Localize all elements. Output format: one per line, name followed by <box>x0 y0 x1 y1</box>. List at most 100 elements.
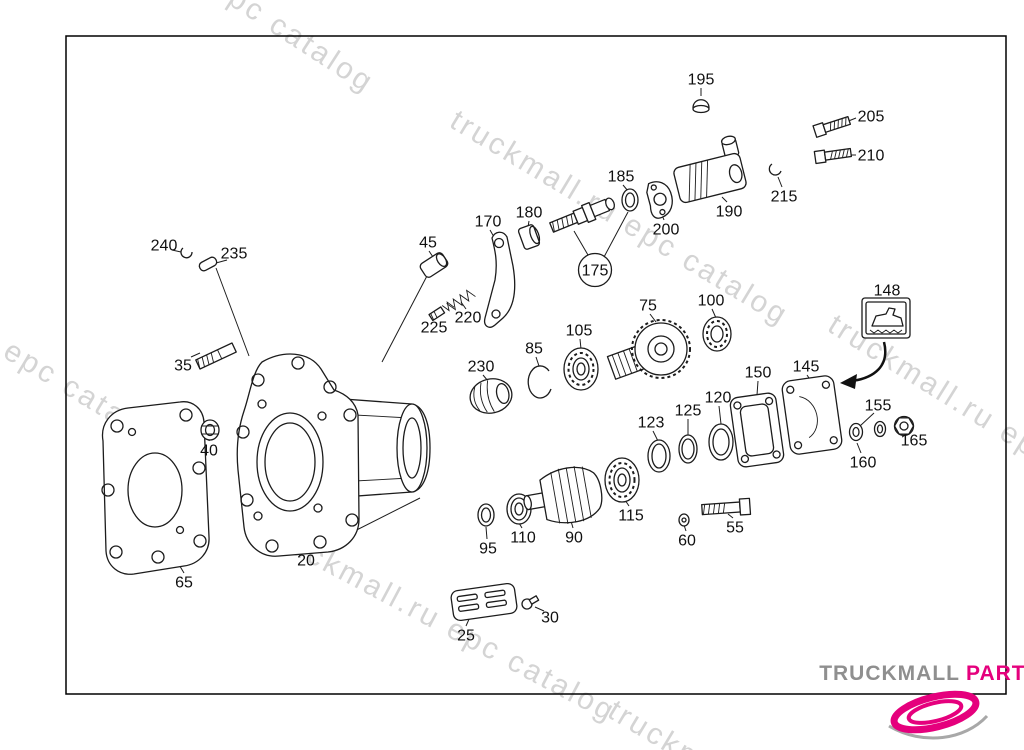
part-label-215: 215 <box>771 189 798 206</box>
part-label-225: 225 <box>421 320 448 337</box>
part-label-235: 235 <box>221 246 248 263</box>
logo-word-truckmall: TRUCKMALL <box>819 662 960 685</box>
watermark-text-0: truckmall.ru epc catalog <box>36 0 380 100</box>
part-label-230: 230 <box>468 359 495 376</box>
leader-line-215 <box>777 176 783 188</box>
part-label-240: 240 <box>151 238 178 255</box>
part-label-65: 65 <box>175 575 193 592</box>
part-label-120: 120 <box>705 390 732 407</box>
part-label-95: 95 <box>479 541 497 558</box>
part-45-roller <box>419 252 449 278</box>
part-190-cylinder <box>673 135 747 204</box>
part-label-148: 148 <box>874 283 901 300</box>
part-label-60: 60 <box>678 533 696 550</box>
part-label-150: 150 <box>745 365 772 382</box>
leader-line-175 <box>573 230 589 256</box>
part-label-190: 190 <box>716 204 743 221</box>
part-label-170: 170 <box>475 214 502 231</box>
part-155-washer <box>848 422 864 442</box>
leader-line-155 <box>859 412 875 427</box>
part-25-plate <box>450 582 518 622</box>
leader-line-95 <box>485 526 488 540</box>
part-label-45: 45 <box>419 235 437 252</box>
part-225-screw-spring <box>428 301 455 322</box>
leader-line-120 <box>718 405 722 425</box>
part-220-spring <box>446 289 476 311</box>
parts-layer <box>101 99 915 622</box>
part-180-bushing <box>517 224 541 250</box>
part-230-cap <box>469 378 513 414</box>
pointer-arrow-148 <box>840 341 887 389</box>
part-160-washer <box>873 420 887 438</box>
leader-line-35 <box>190 352 201 358</box>
part-label-185: 185 <box>608 169 635 186</box>
part-30-screw <box>521 595 540 610</box>
part-label-210: 210 <box>858 148 885 165</box>
leader-line-45-1 <box>381 273 429 363</box>
part-85-snap-ring <box>527 365 552 399</box>
part-label-circle-175 <box>577 252 613 288</box>
logo-word-parts: PARTS <box>966 662 1024 685</box>
leader-line-175-1 <box>603 211 629 258</box>
part-label-100: 100 <box>698 293 725 310</box>
part-148-symbol-box <box>861 297 911 339</box>
watermark-text-5: truckmall.ru epc catalog <box>602 694 952 750</box>
part-205-bolt <box>812 115 852 138</box>
part-labels-layer: 2025303540455560657585909510010511011512… <box>151 72 928 645</box>
part-120-ring <box>708 423 734 461</box>
part-label-165: 165 <box>901 433 928 450</box>
leader-lines-layer <box>171 88 912 627</box>
leader-line-235 <box>215 259 228 264</box>
logo-swirl-icon <box>888 690 989 740</box>
part-75-gear <box>606 319 691 380</box>
part-label-205: 205 <box>858 109 885 126</box>
part-label-90: 90 <box>565 530 583 547</box>
part-label-55: 55 <box>726 520 744 537</box>
part-label-200: 200 <box>653 222 680 239</box>
leader-line-55 <box>727 513 734 519</box>
part-label-115: 115 <box>618 508 644 525</box>
part-label-123: 123 <box>638 415 665 432</box>
part-60-ring <box>678 513 690 527</box>
part-150-gasket <box>729 392 785 468</box>
part-200-gasket <box>646 181 673 219</box>
leader-line-150 <box>756 380 759 396</box>
part-145-cover <box>781 375 843 455</box>
part-label-220: 220 <box>455 310 482 327</box>
part-label-145: 145 <box>793 359 820 376</box>
leader-line-235-1 <box>215 267 250 357</box>
leader-line-85 <box>535 356 540 367</box>
leader-line-123 <box>652 430 659 442</box>
part-185-ring <box>621 188 639 212</box>
part-215-clip <box>768 163 782 176</box>
part-label-105: 105 <box>566 323 593 340</box>
part-35-stud <box>195 342 237 370</box>
leader-line-30 <box>534 606 545 612</box>
part-label-155: 155 <box>865 398 892 415</box>
part-210-bolt <box>813 147 853 165</box>
part-115-bearing <box>604 457 640 503</box>
part-label-40: 40 <box>200 443 218 460</box>
part-label-35: 35 <box>174 358 192 375</box>
part-label-175: 175 <box>582 263 609 280</box>
leader-line-160 <box>856 442 862 454</box>
part-label-125: 125 <box>675 403 702 420</box>
diagram-border <box>65 35 1007 695</box>
leader-line-240 <box>171 249 182 253</box>
leader-line-75 <box>649 313 657 323</box>
part-label-85: 85 <box>525 341 543 358</box>
part-20-housing <box>236 353 431 557</box>
part-label-180: 180 <box>516 205 543 222</box>
part-90-hub <box>523 465 603 525</box>
part-label-20: 20 <box>297 553 315 570</box>
truckmall-logo: TRUCKMALL PARTS <box>819 662 1024 740</box>
leader-line-105 <box>579 338 582 350</box>
leader-line-190 <box>721 196 728 203</box>
part-100-bearing <box>702 316 732 352</box>
part-95-ring <box>477 503 495 527</box>
part-40-nut <box>200 419 220 441</box>
part-label-160: 160 <box>850 455 877 472</box>
part-label-110: 110 <box>510 530 536 547</box>
part-65-gasket <box>101 401 210 575</box>
